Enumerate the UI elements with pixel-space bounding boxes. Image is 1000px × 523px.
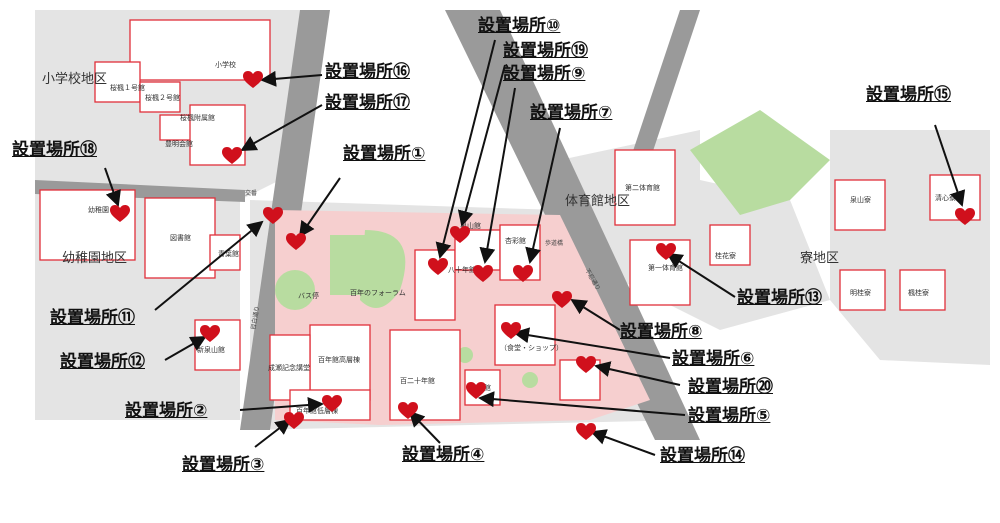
bld-toshokan: 図書館	[170, 233, 191, 242]
bld-dai2-taiikukan: 第二体育館	[625, 183, 660, 192]
bld-kyoshitsu: 杏彩館	[505, 236, 526, 245]
callout-17: 設置場所⑰	[325, 93, 410, 113]
area-label-gym: 体育館地区	[565, 193, 630, 209]
callout-15: 設置場所⑮	[866, 85, 951, 105]
bld-senzanryo: 泉山寮	[850, 195, 871, 204]
bld-toyoshakan: 豊明会館	[165, 139, 193, 148]
bld-seimei: 成瀬記念講堂	[268, 363, 310, 372]
road-koban: 交番	[245, 189, 257, 197]
callout-12: 設置場所⑫	[60, 352, 145, 372]
bld-yochien: 幼稚園	[88, 205, 109, 214]
callout-8: 設置場所⑧	[620, 322, 703, 342]
bld-meiryo: 明桂寮	[850, 288, 871, 297]
area-label-kindergarten: 幼稚園地区	[62, 251, 127, 266]
bld-tokeiryo: 楓桂寮	[908, 288, 929, 297]
bld-bus: バス停	[298, 291, 319, 300]
callout-arrows	[104, 39, 966, 456]
callout-14: 設置場所⑭	[660, 446, 745, 466]
callout-20: 設置場所⑳	[688, 377, 773, 397]
callout-18: 設置場所⑱	[12, 140, 97, 160]
bld-hachijuunen: 八十年館	[448, 265, 476, 274]
callout-19: 設置場所⑲	[503, 41, 588, 61]
bld-dai1-taiikukan: 第一体育館	[648, 263, 683, 272]
bld-shokudo: （食堂・ショップ）	[500, 343, 563, 352]
bld-sakura-fuzoku: 桜楓附属館	[180, 113, 215, 122]
bld-iyokan: 桂花寮	[715, 251, 736, 260]
bld-shinsenzan: 新泉山館	[197, 345, 225, 354]
bld-hyakunen-ko: 百年館高層棟	[318, 355, 360, 364]
road-hodo: 歩道橋	[545, 239, 563, 247]
bld-forum: 百年のフォーラム	[350, 288, 406, 297]
bld-shogakko: 小学校	[215, 60, 236, 69]
lawns	[275, 110, 830, 388]
buildings	[39, 19, 981, 421]
callout-1: 設置場所①	[343, 144, 426, 164]
callout-5: 設置場所⑤	[688, 406, 771, 426]
callout-6: 設置場所⑥	[672, 349, 755, 369]
callout-11: 設置場所⑪	[50, 308, 135, 328]
bld-seikeikan: 青葉館	[218, 249, 239, 258]
callout-10: 設置場所⑩	[478, 16, 561, 36]
callout-3: 設置場所③	[182, 455, 265, 475]
callout-16: 設置場所⑯	[325, 62, 410, 82]
bld-nijuunen: 百二十年館	[400, 376, 435, 385]
bld-sakura1: 桜楓１号館	[110, 83, 145, 92]
callout-13: 設置場所⑬	[737, 288, 822, 308]
area-label-dorm: 寮地区	[800, 250, 839, 266]
area-label-elementary: 小学校地区	[42, 71, 107, 87]
callout-7: 設置場所⑦	[530, 103, 613, 123]
callout-2: 設置場所②	[125, 401, 208, 421]
bld-sakura2: 桜楓２号館	[145, 93, 180, 102]
callout-4: 設置場所④	[402, 445, 485, 465]
callout-9: 設置場所⑨	[503, 64, 586, 84]
bld-seishinryo: 清心寮	[935, 193, 956, 202]
